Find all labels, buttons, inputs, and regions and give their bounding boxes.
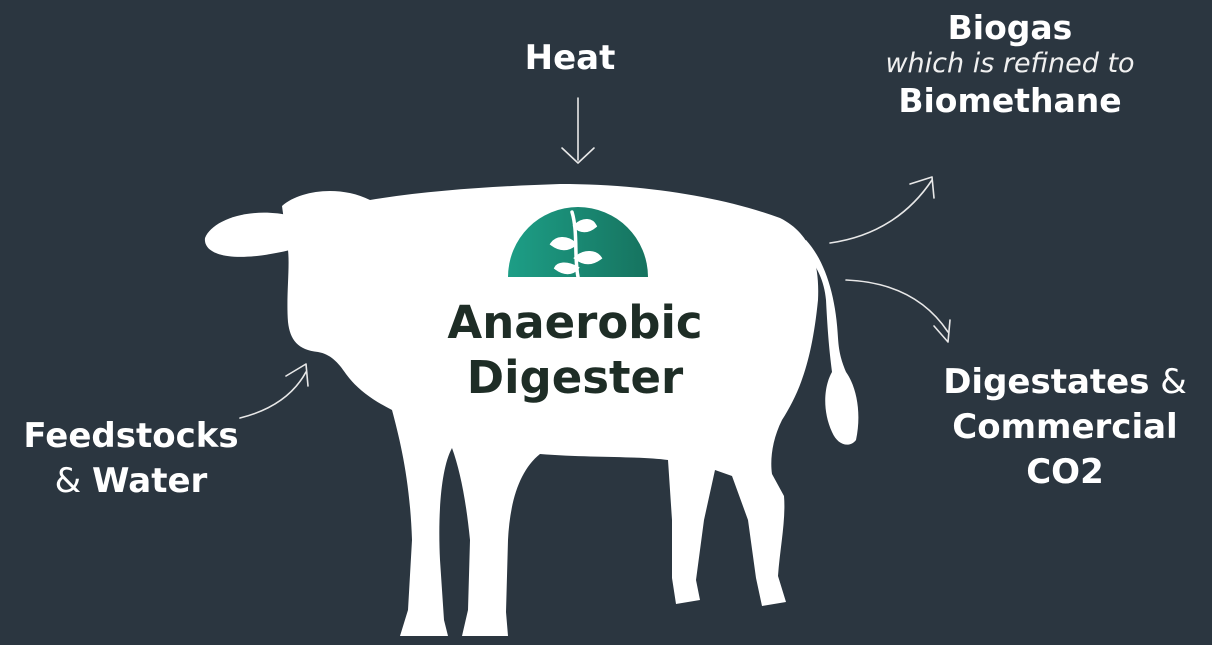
digestates-arrow — [846, 280, 950, 342]
biogas-text: Biogas — [830, 8, 1190, 48]
biogas-output-label: Biogas which is refined to Biomethane — [830, 8, 1190, 121]
biogas-arrow — [830, 177, 934, 243]
feedstocks-text: Feedstocks — [0, 414, 262, 459]
digestates-text: Digestates — [943, 362, 1149, 402]
feedstocks-and: & — [55, 461, 82, 501]
digestates-output-label: Digestates & Commercial CO2 — [918, 360, 1212, 495]
co2-text: CO2 — [918, 450, 1212, 495]
commercial-text: Commercial — [918, 405, 1212, 450]
water-line: & Water — [0, 459, 262, 504]
heat-arrow — [562, 98, 594, 163]
digester-title-line2: Digester — [405, 351, 745, 406]
heat-label: Heat — [470, 38, 670, 78]
biomethane-text: Biomethane — [830, 81, 1190, 121]
digester-title-line1: Anaerobic — [405, 296, 745, 351]
refined-note: which is refined to — [830, 48, 1190, 81]
digestates-and: & — [1160, 362, 1187, 402]
digester-title: Anaerobic Digester — [405, 296, 745, 406]
feedstocks-input-label: Feedstocks & Water — [0, 414, 262, 504]
water-text: Water — [92, 461, 207, 501]
digestates-line: Digestates & — [918, 360, 1212, 405]
feedstocks-arrow — [240, 364, 308, 418]
